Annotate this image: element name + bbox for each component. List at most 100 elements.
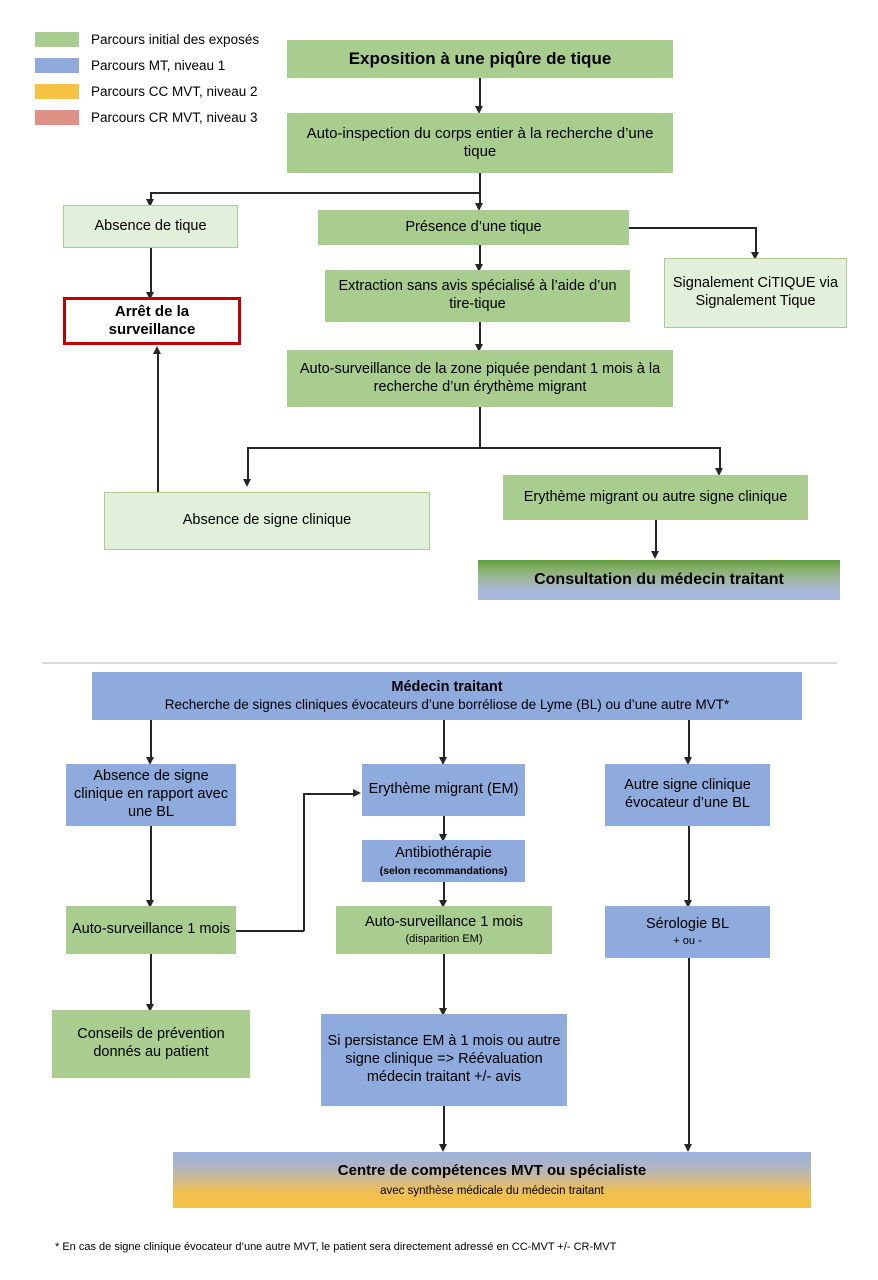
node-auto-surveillance-zone: Auto-surveillance de la zone piquée pend…	[287, 350, 673, 407]
node-conseils-prevention: Conseils de prévention donnés au patient	[52, 1010, 250, 1078]
edge-autoinspection-stem	[479, 173, 481, 193]
edge-presence-extraction	[479, 245, 481, 268]
node-auto-surveillance-disparition-em-sub: (disparition EM)	[405, 933, 483, 946]
edge-autosurv-conseils	[150, 954, 152, 1008]
arrowhead-autoinspection	[475, 106, 483, 114]
node-erytheme-migrant-em: Erythème migrant (EM)	[362, 764, 525, 816]
arrowhead-absence-signe	[243, 479, 251, 487]
node-exposition: Exposition à une piqûre de tique	[287, 40, 673, 78]
arrowhead-autosurv-1mois	[146, 900, 154, 908]
node-auto-inspection: Auto-inspection du corps entier à la rec…	[287, 113, 673, 173]
node-medecin-traitant-sub: Recherche de signes cliniques évocateurs…	[164, 696, 730, 712]
edge-absencetique-arret	[150, 248, 152, 295]
arrowhead-signalement	[751, 252, 759, 260]
arrowhead-absence-tique	[146, 199, 154, 207]
legend-item-cc-mvt-niveau2: Parcours CC MVT, niveau 2	[35, 80, 259, 102]
arrowhead-erytheme-migrant	[439, 757, 447, 765]
node-presence-tique: Présence d’une tique	[318, 210, 629, 245]
node-persistance-em: Si persistance EM à 1 mois ou autre sign…	[321, 1014, 567, 1106]
edge-exposition-autoinspection	[479, 78, 481, 109]
arrowhead-antibiotherapie	[439, 834, 447, 842]
arrowhead-extraction	[475, 264, 483, 272]
edge-autresignebl-serologie	[688, 826, 690, 904]
legend: Parcours initial des exposés Parcours MT…	[35, 28, 259, 132]
node-serologie-bl: Sérologie BL + ou -	[605, 906, 770, 958]
edge-absencesigne-arret-v	[157, 352, 159, 492]
edge-mt-absence-signe	[150, 720, 152, 761]
legend-label-cc-mvt-niveau2: Parcours CC MVT, niveau 2	[91, 83, 258, 99]
arrowhead-feedback-em	[353, 789, 361, 797]
node-absence-tique: Absence de tique	[63, 205, 238, 248]
arrowhead-erytheme	[715, 468, 723, 476]
edge-extraction-autosurveillance	[479, 322, 481, 348]
node-antibiotherapie: Antibiothérapie (selon recommandations)	[362, 840, 525, 882]
footnote: * En cas de signe clinique évocateur d’u…	[55, 1241, 617, 1253]
node-signalement-citique-label: Signalement CiTIQUE via Signalement Tiqu…	[672, 275, 839, 309]
edge-persistance-centre	[443, 1106, 445, 1148]
node-serologie-bl-title: Sérologie BL	[645, 915, 730, 932]
edge-autosurvem-persistance	[443, 954, 445, 1012]
edge-autosurveillance-stem	[479, 407, 481, 448]
arrowhead-presence-tique	[475, 203, 483, 211]
arrowhead-centre-left	[439, 1144, 447, 1152]
edge-to-erytheme	[719, 447, 721, 471]
node-absence-signe-clinique: Absence de signe clinique	[104, 492, 430, 550]
node-centre-competences-title: Centre de compétences MVT ou spécialiste	[337, 1162, 647, 1180]
legend-label-mt-niveau1: Parcours MT, niveau 1	[91, 57, 226, 73]
edge-autosurveillance-split	[247, 447, 720, 449]
arrowhead-arret	[146, 292, 154, 300]
arrowhead-centre-right	[684, 1144, 692, 1152]
node-autre-signe-bl: Autre signe clinique évocateur d’une BL	[605, 764, 770, 826]
arrowhead-arret-up	[153, 346, 161, 354]
node-auto-surveillance-1mois: Auto-surveillance 1 mois	[66, 906, 236, 954]
edge-antibio-autosurv-em	[443, 882, 445, 904]
arrowhead-conseils	[146, 1004, 154, 1012]
arrowhead-absence-signe-bl	[146, 757, 154, 765]
legend-swatch-cc-mvt-niveau2	[35, 83, 79, 99]
edge-serologie-centre	[688, 958, 690, 1148]
arrowhead-serologie	[684, 900, 692, 908]
edge-erytheme-consultation	[655, 520, 657, 555]
arrowhead-autosurveillance	[475, 344, 483, 352]
node-auto-surveillance-disparition-em: Auto-surveillance 1 mois (disparition EM…	[336, 906, 552, 954]
edge-presence-signalement-h	[629, 227, 756, 229]
edge-feedback-h-top	[303, 793, 354, 795]
edge-presence-signalement-v	[755, 227, 757, 256]
node-arret-surveillance: Arrêt de la surveillance	[63, 297, 241, 345]
legend-label-cr-mvt-niveau3: Parcours CR MVT, niveau 3	[91, 109, 258, 125]
legend-swatch-mt-niveau1	[35, 57, 79, 73]
node-antibiotherapie-title: Antibiothérapie	[395, 844, 492, 861]
edge-to-presence-tique	[479, 192, 481, 206]
edge-feedback-v	[303, 793, 305, 931]
legend-swatch-initial	[35, 31, 79, 47]
node-extraction: Extraction sans avis spécialisé à l’aide…	[325, 270, 630, 322]
edge-autoinspection-split	[150, 192, 480, 194]
arrowhead-consultation	[651, 551, 659, 559]
edge-em-antibiotherapie	[443, 816, 445, 838]
legend-swatch-cr-mvt-niveau3	[35, 109, 79, 125]
legend-item-mt-niveau1: Parcours MT, niveau 1	[35, 54, 259, 76]
edge-absencesignebl-autosurv	[150, 826, 152, 904]
legend-item-initial: Parcours initial des exposés	[35, 28, 259, 50]
node-medecin-traitant-title: Médecin traitant	[391, 678, 503, 695]
edge-to-absence-signe	[247, 447, 249, 482]
edge-mt-autre-signe	[688, 720, 690, 761]
section-divider	[42, 662, 837, 664]
arrowhead-persistance	[439, 1008, 447, 1016]
legend-item-cr-mvt-niveau3: Parcours CR MVT, niveau 3	[35, 106, 259, 128]
node-antibiotherapie-sub: (selon recommandations)	[379, 864, 508, 877]
node-consultation-medecin-traitant: Consultation du médecin traitant	[478, 560, 840, 600]
legend-label-initial: Parcours initial des exposés	[91, 31, 260, 47]
edge-to-absence-tique	[150, 192, 152, 202]
node-auto-surveillance-disparition-em-title: Auto-surveillance 1 mois	[365, 913, 523, 930]
edge-feedback-h-bottom	[236, 930, 304, 932]
node-erytheme-autre-signe: Erythème migrant ou autre signe clinique	[503, 475, 808, 520]
arrowhead-autre-signe-bl	[684, 757, 692, 765]
node-signalement-citique: Signalement CiTIQUE via Signalement Tiqu…	[664, 258, 847, 328]
node-medecin-traitant: Médecin traitant Recherche de signes cli…	[92, 672, 802, 720]
arrowhead-autosurv-em	[439, 900, 447, 908]
node-centre-competences-sub: avec synthèse médicale du médecin traita…	[380, 1184, 604, 1197]
node-absence-signe-bl: Absence de signe clinique en rapport ave…	[66, 764, 236, 826]
edge-mt-erytheme	[443, 720, 445, 761]
